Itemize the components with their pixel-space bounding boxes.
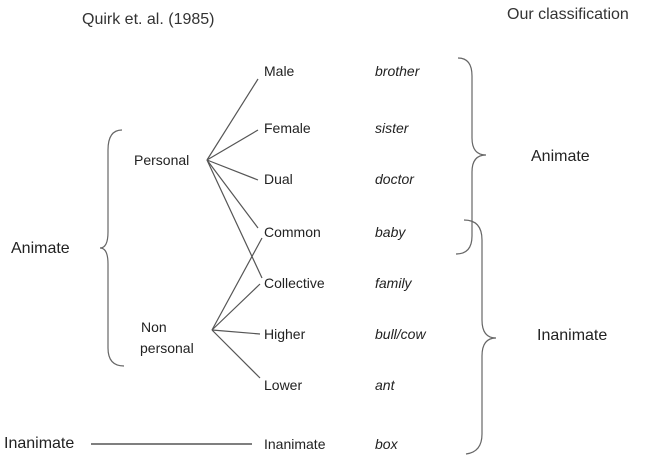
- connector-nonpersonal-higher: [211, 329, 261, 335]
- connector-personal-dual: [206, 159, 259, 181]
- category-female: Female: [264, 120, 311, 136]
- connector-personal-male: [206, 78, 259, 161]
- personal-label: Personal: [134, 152, 190, 168]
- example-brother: brother: [375, 63, 420, 79]
- connector-personal-common: [206, 159, 259, 229]
- connector-personal-female: [206, 129, 259, 161]
- connector-personal-collective: [206, 159, 263, 279]
- left-inanimate-label: Inanimate: [4, 435, 75, 452]
- example-baby: baby: [375, 224, 406, 240]
- right-animate-brace: [455, 57, 487, 255]
- example-sister: sister: [375, 120, 409, 136]
- right-header: Our classification: [507, 6, 629, 23]
- category-lower: Lower: [264, 377, 303, 393]
- category-dual: Dual: [264, 171, 293, 187]
- example-doctor: doctor: [375, 171, 414, 187]
- category-common: Common: [264, 224, 321, 240]
- right-inanimate-label: Inanimate: [537, 327, 608, 344]
- left-animate-brace: [99, 129, 125, 367]
- category-male: Male: [264, 63, 295, 79]
- right-inanimate-brace: [463, 219, 497, 455]
- connector-nonpersonal-collective: [211, 283, 261, 331]
- connector-nonpersonal-common: [211, 237, 263, 331]
- left-animate-label: Animate: [11, 240, 70, 257]
- connector-nonpersonal-lower: [211, 329, 261, 379]
- category-higher: Higher: [264, 326, 306, 342]
- example-ant: ant: [375, 377, 395, 393]
- non-personal-label-line1: Non: [141, 319, 167, 335]
- left-header: Quirk et. al. (1985): [82, 11, 215, 28]
- non-personal-label-line2: personal: [140, 340, 194, 356]
- category-inanimate: Inanimate: [264, 436, 326, 452]
- category-collective: Collective: [264, 275, 325, 291]
- example-bull-cow: bull/cow: [375, 326, 426, 342]
- example-family: family: [375, 275, 412, 291]
- right-animate-label: Animate: [531, 148, 590, 165]
- example-box: box: [375, 436, 398, 452]
